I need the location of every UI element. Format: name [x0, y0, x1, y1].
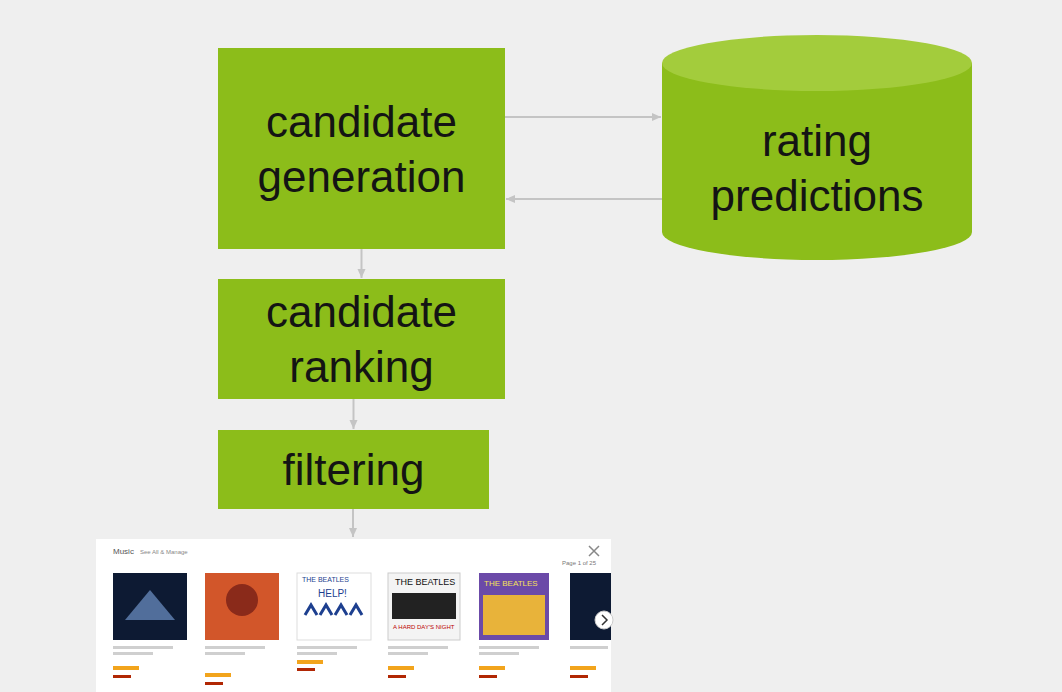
screenshot-text: See All & Manage	[140, 549, 188, 556]
carousel-screenshot	[96, 539, 613, 692]
flow-arrow	[505, 116, 661, 118]
flow-arrow	[506, 198, 662, 200]
process-box: candidate generation	[218, 48, 505, 249]
process-box: filtering	[218, 430, 489, 509]
node-label: filtering	[275, 442, 433, 497]
process-box: candidate ranking	[218, 279, 505, 399]
database-cylinder: rating predictions	[662, 35, 972, 260]
node-label: candidate ranking	[218, 284, 505, 394]
screenshot-text: THE BEATLES	[302, 576, 349, 584]
screenshot-text: THE BEATLES	[395, 578, 455, 588]
screenshot-text: Page 1 of 25	[562, 560, 596, 567]
screenshot-text: Music	[113, 548, 134, 557]
output-arrow	[352, 509, 354, 537]
node-label: candidate generation	[218, 94, 505, 204]
node-label: rating predictions	[662, 113, 972, 223]
flow-arrow	[353, 399, 355, 429]
screenshot-text: HELP!	[318, 588, 347, 599]
screenshot-text: A HARD DAY'S NIGHT	[393, 624, 454, 631]
flow-arrow	[361, 249, 363, 278]
screenshot-text: THE BEATLES	[484, 580, 538, 589]
